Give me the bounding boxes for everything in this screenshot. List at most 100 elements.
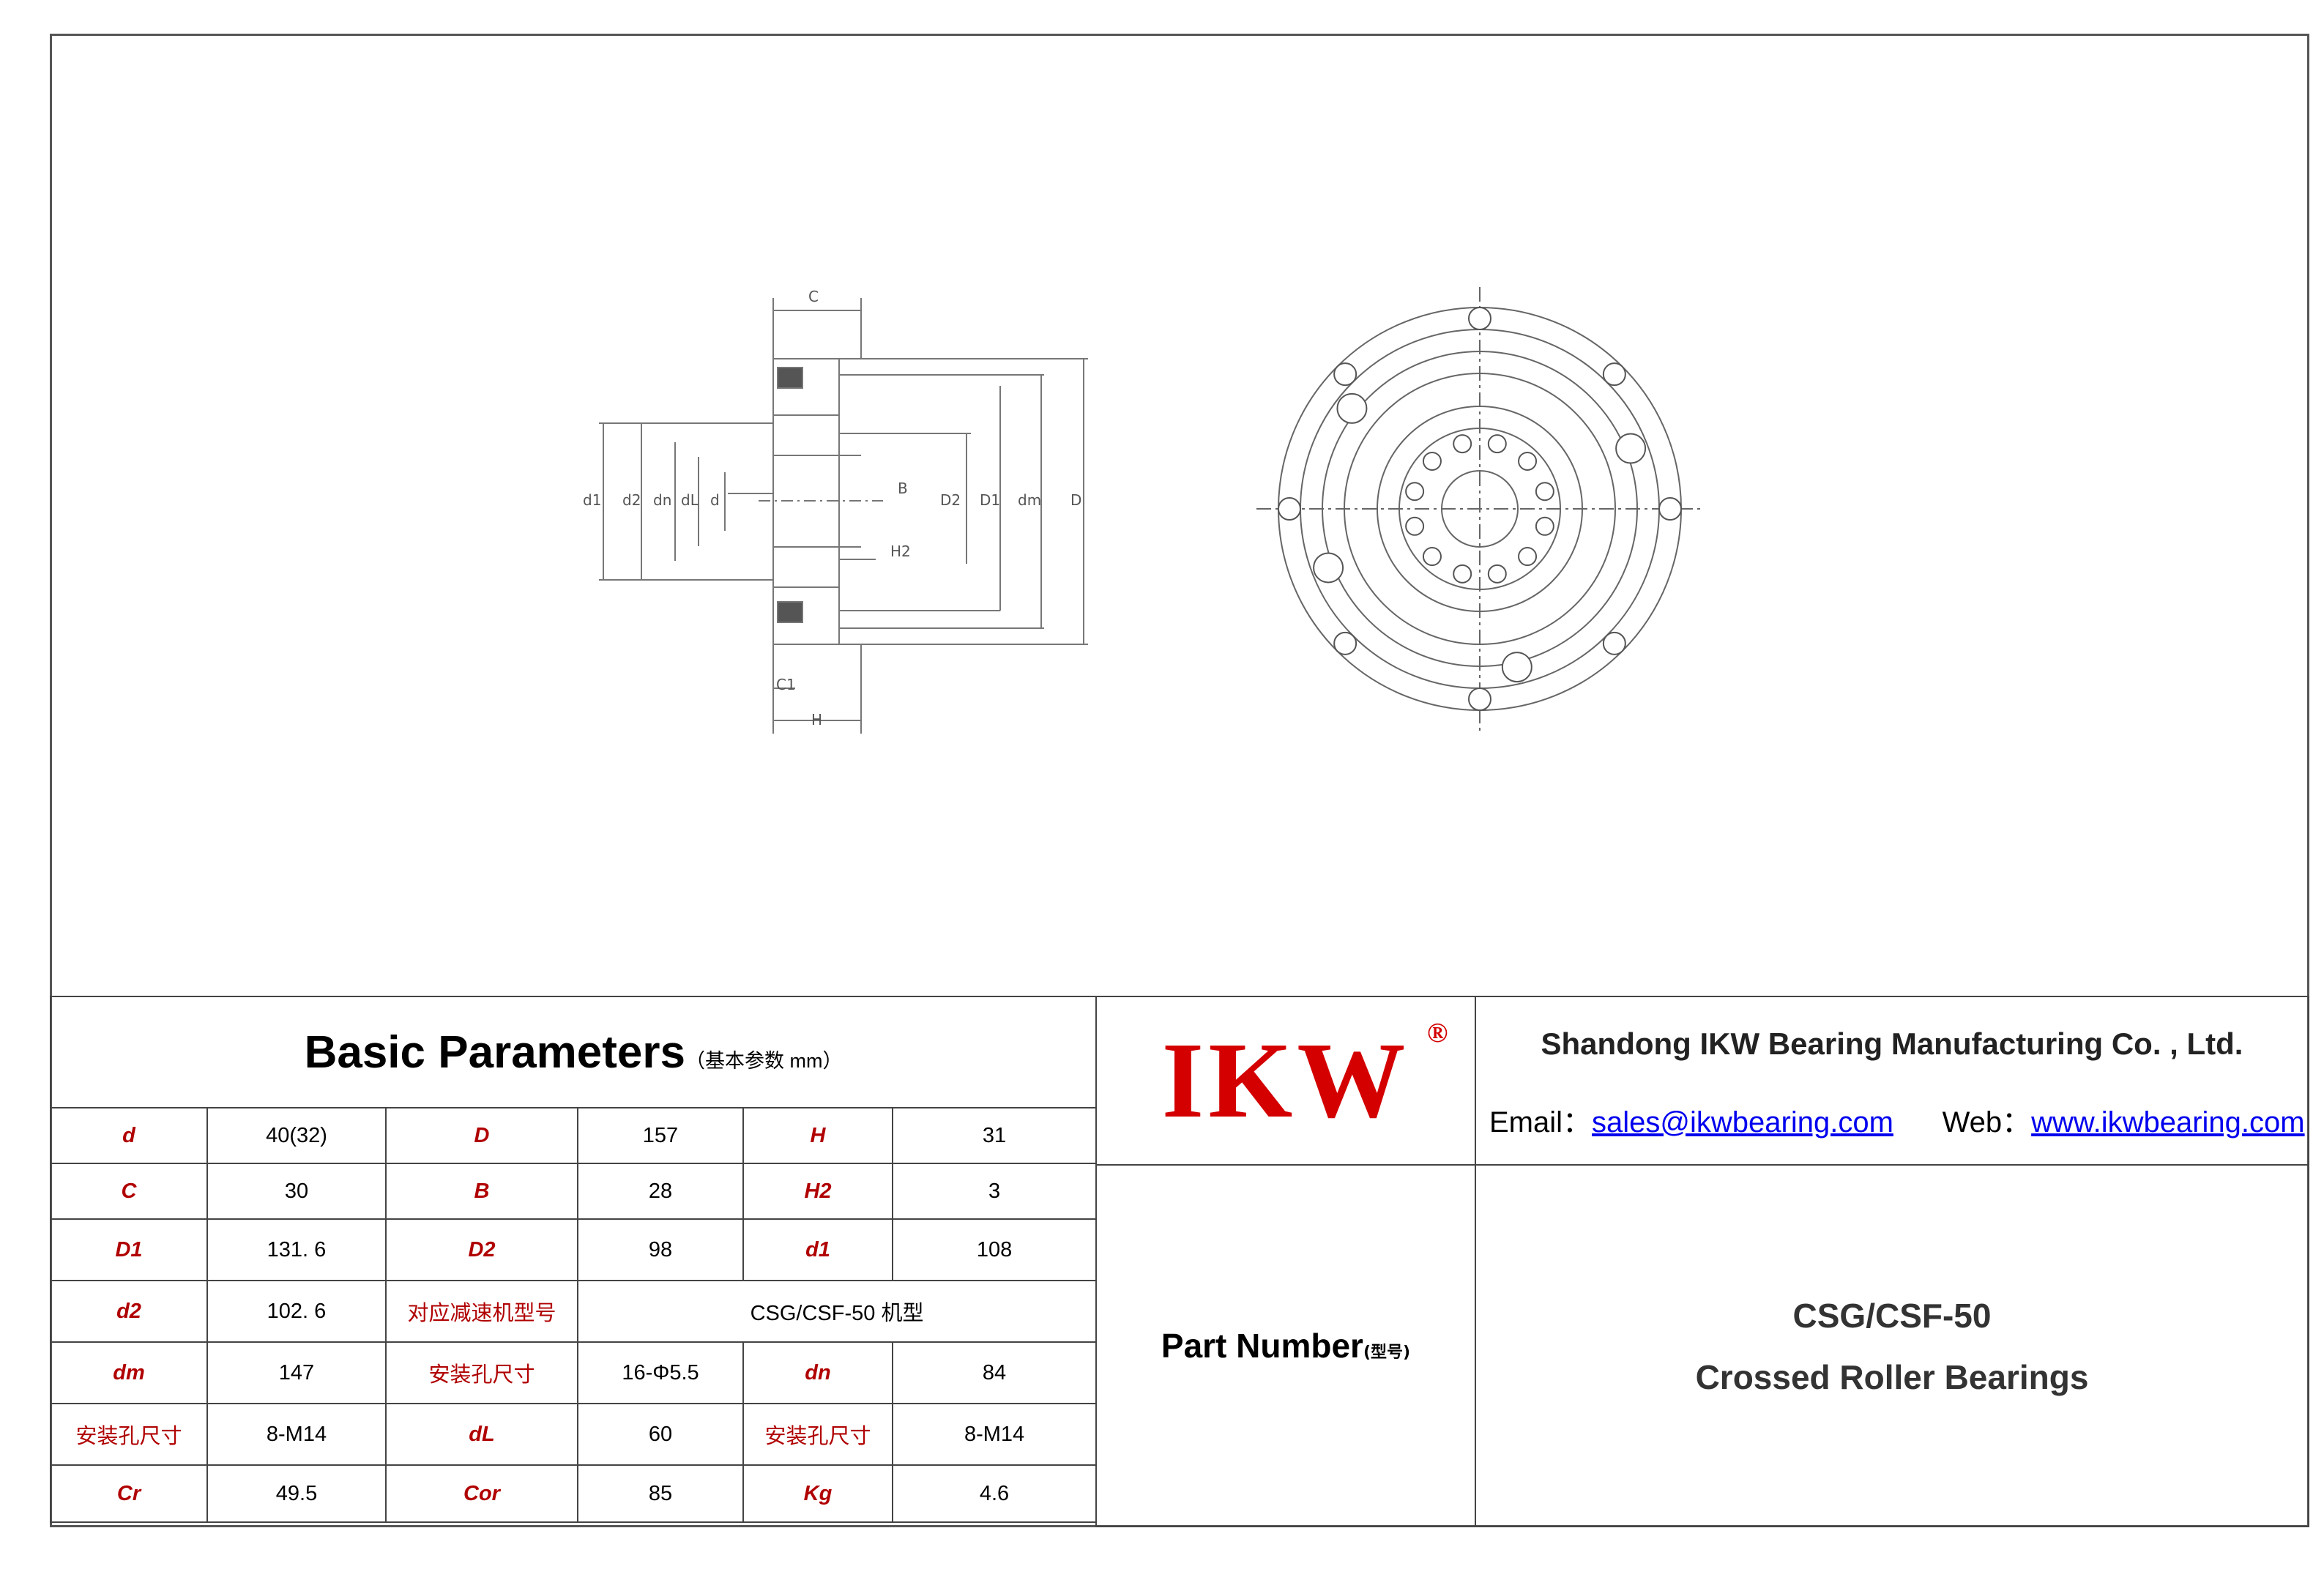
dim-label-D: D xyxy=(1070,491,1081,509)
dim-label-h: H xyxy=(811,711,822,728)
inner-bolt-hole xyxy=(1535,482,1554,502)
model-code: CSG/CSF-50 xyxy=(1792,1297,1992,1335)
section-hatch-bottom xyxy=(777,601,803,623)
company-name: Shandong IKW Bearing Manufacturing Co. ,… xyxy=(1541,1026,2243,1061)
basic-parameters-title: Basic Parameters xyxy=(304,1026,686,1078)
ikw-logo: IKW ® xyxy=(1161,1018,1448,1143)
table-cell: 4.6 xyxy=(891,1464,1098,1523)
table-cell: D2 xyxy=(385,1218,578,1281)
table-cell: 84 xyxy=(891,1341,1098,1404)
outer-bolt-hole xyxy=(1333,362,1357,387)
inner-bolt-hole xyxy=(1422,547,1442,567)
part-number-label-cell: Part Number(型号) xyxy=(1095,1164,1476,1527)
outer-bolt-hole xyxy=(1278,497,1301,521)
table-cell: C xyxy=(50,1163,208,1220)
basic-parameters-subtitle: （基本参数 mm） xyxy=(685,1049,843,1072)
tap-hole xyxy=(1615,433,1647,464)
dim-label-dn: dn xyxy=(653,491,671,509)
table-cell: 对应减速机型号 xyxy=(385,1280,578,1343)
inner-bolt-hole xyxy=(1487,434,1507,454)
table-cell: H xyxy=(742,1107,893,1164)
table-cell: 安装孔尺寸 xyxy=(385,1341,578,1404)
inner-bolt-hole xyxy=(1518,547,1538,567)
table-cell: 131. 6 xyxy=(206,1218,387,1281)
dim-label-h2: H2 xyxy=(890,543,911,560)
table-cell: 16-Φ5.5 xyxy=(577,1341,744,1404)
part-number-zh: (型号) xyxy=(1363,1344,1411,1362)
outer-bolt-hole xyxy=(1602,631,1626,655)
table-cell: Cor xyxy=(385,1464,578,1523)
table-cell: 40(32) xyxy=(206,1107,387,1164)
technical-drawing: C C1 H B H2 d1 d2 dn dL d D2 D1 dm D xyxy=(532,265,1758,776)
tap-hole xyxy=(1313,552,1344,584)
table-cell: Cr xyxy=(50,1464,208,1523)
table-cell: 102. 6 xyxy=(206,1280,387,1343)
section-hatch-top xyxy=(777,367,803,389)
table-cell: dm xyxy=(50,1341,208,1404)
inner-bolt-hole xyxy=(1422,451,1442,471)
email-label: Email： xyxy=(1489,1106,1593,1139)
table-cell: 85 xyxy=(577,1464,744,1523)
table-cell: dn xyxy=(742,1341,893,1404)
email-link[interactable]: sales@ikwbearing.com xyxy=(1592,1106,1893,1139)
web-link[interactable]: www.ikwbearing.com xyxy=(2031,1106,2305,1139)
outer-bolt-hole xyxy=(1602,362,1626,387)
table-cell: d xyxy=(50,1107,208,1164)
company-info-cell: Shandong IKW Bearing Manufacturing Co. ,… xyxy=(1475,996,2309,1166)
outer-bolt-hole xyxy=(1333,631,1357,655)
outer-bolt-hole xyxy=(1658,497,1682,521)
tap-hole xyxy=(1501,652,1532,683)
tap-hole xyxy=(1336,392,1368,424)
dim-label-dl: dL xyxy=(681,491,699,509)
table-cell: dL xyxy=(385,1403,578,1466)
inner-bolt-hole xyxy=(1453,564,1472,584)
part-number-label: Part Number(型号) xyxy=(1161,1326,1410,1365)
table-cell: d1 xyxy=(742,1218,893,1281)
inner-bolt-hole xyxy=(1405,516,1425,536)
table-cell: 49.5 xyxy=(206,1464,387,1523)
dim-label-d1: d1 xyxy=(583,491,601,509)
dim-label-d: d xyxy=(710,491,720,509)
inner-bolt-hole xyxy=(1535,516,1554,536)
part-number-text: Part Number xyxy=(1161,1327,1363,1365)
table-cell: 98 xyxy=(577,1218,744,1281)
table-cell: Kg xyxy=(742,1464,893,1523)
basic-parameters-header: Basic Parameters（基本参数 mm） xyxy=(49,996,1098,1108)
outer-bolt-hole xyxy=(1468,687,1491,711)
contact-line: Email：sales@ikwbearing.com Web：www.ikwbe… xyxy=(1489,1098,2305,1141)
model-type: Crossed Roller Bearings xyxy=(1695,1358,2089,1396)
outer-bolt-hole xyxy=(1468,307,1491,330)
table-cell: 安装孔尺寸 xyxy=(50,1403,208,1466)
bearing-drawing-svg: C C1 H B H2 d1 d2 dn dL d D2 D1 dm D xyxy=(583,287,1703,734)
table-cell: 8-M14 xyxy=(206,1403,387,1466)
table-cell: d2 xyxy=(50,1280,208,1343)
table-cell: B xyxy=(385,1163,578,1220)
table-cell: 8-M14 xyxy=(891,1403,1098,1466)
table-cell: 108 xyxy=(891,1218,1098,1281)
inner-bolt-hole xyxy=(1487,564,1507,584)
logo-text: IKW xyxy=(1161,1021,1410,1141)
dim-label-D1: D1 xyxy=(980,491,1000,509)
registered-mark: ® xyxy=(1426,1018,1448,1048)
bearing-section-body xyxy=(772,358,840,645)
dim-label-c1: C1 xyxy=(776,676,796,693)
table-cell: 28 xyxy=(577,1163,744,1220)
table-cell: H2 xyxy=(742,1163,893,1220)
logo-cell: IKW ® xyxy=(1095,996,1476,1166)
table-cell: 147 xyxy=(206,1341,387,1404)
table-cell: 安装孔尺寸 xyxy=(742,1403,893,1466)
dim-label-d2: d2 xyxy=(622,491,641,509)
table-cell: 31 xyxy=(891,1107,1098,1164)
dim-label-D2: D2 xyxy=(940,491,961,509)
inner-bolt-hole xyxy=(1453,434,1472,454)
inner-bolt-hole xyxy=(1405,482,1425,502)
table-cell: 60 xyxy=(577,1403,744,1466)
